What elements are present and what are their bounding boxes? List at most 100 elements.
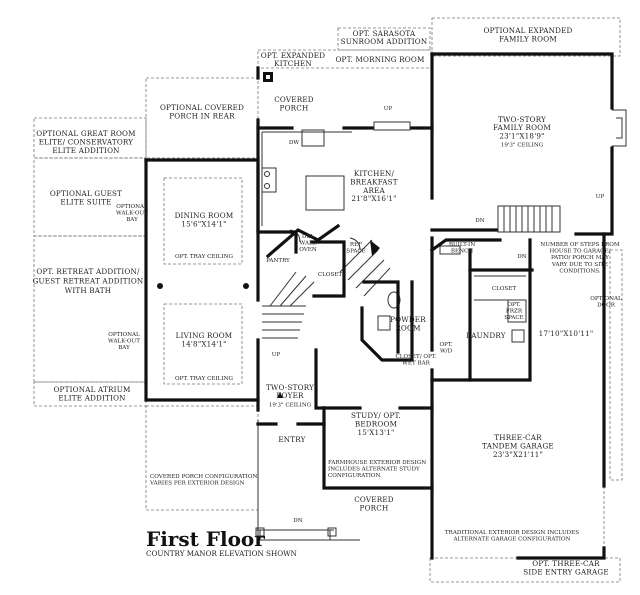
kitchen-label-line-2: BREAKFAST <box>350 177 398 186</box>
retreat-label-line-3: WITH BATH <box>65 286 112 295</box>
farmhouse-note-line-2: INCLUDES ALTERNATE STUDY <box>328 466 420 472</box>
walkout-bay-bottom-label-line-2: WALK-OUT <box>108 339 140 345</box>
study-label-line-3: 15'X13'1" <box>357 428 394 437</box>
closet-mudroom-label: CLOSET <box>492 286 516 292</box>
walkout-bay-top-label-line-3: BAY <box>126 217 138 223</box>
opt-expanded-kitchen-label-line-2: KITCHEN <box>274 59 312 68</box>
dw-label: DW <box>289 140 299 146</box>
kitchen-label-line-4: 21'8"X16'1" <box>351 194 396 203</box>
family-room-label-line-1: TWO-STORY <box>498 115 546 124</box>
garage-label-line-3: 23'3"X21'11" <box>493 450 543 459</box>
walkout-bay-bottom-label-line-3: BAY <box>118 345 130 351</box>
porch-config-note-line-2: VARIES PER EXTERIOR DESIGN <box>149 480 245 486</box>
opt-wd-label-line-2: W/D <box>440 348 453 354</box>
dn-mudroom-label: DN <box>517 254 526 260</box>
dining-room-label-line-2: 15'6"X14'1" <box>181 219 226 228</box>
foyer-label-line-1: TWO-STORY <box>266 383 314 392</box>
family-room-label-line-3: 23'1"X18'9" <box>499 131 544 140</box>
porch-config-note-line-1: COVERED PORCH CONFIGURATION <box>150 474 257 480</box>
up-foyer-label: UP <box>272 352 281 358</box>
farmhouse-note-line-3: CONFIGURATION. <box>328 473 382 479</box>
covered-porch-rear-label-line-2: PORCH <box>280 103 309 112</box>
living-room-label-line-2: 14'8"X14'1" <box>181 339 226 348</box>
mudroom-dim-label: 17'10"X10'11" <box>539 329 594 338</box>
study-label-line-2: BEDROOM <box>355 420 397 429</box>
opt-expanded-family-room-label-line-1: OPTIONAL EXPANDED <box>484 26 573 35</box>
laundry-label: LAUNDRY <box>466 331 505 340</box>
dbl-wall-oven-label-line-2: WALL <box>300 240 317 246</box>
farmhouse-note-line-1: FARMHOUSE EXTERIOR DESIGN <box>328 460 426 466</box>
up-family-label: UP <box>596 194 605 200</box>
optional-areas <box>33 17 623 583</box>
page-subtitle: COUNTRY MANOR ELEVATION SHOWN <box>146 549 297 558</box>
retreat-label-line-2: GUEST RETREAT ADDITION <box>33 276 144 285</box>
walkout-bay-top-label-line-1: OPTIONAL <box>116 204 148 210</box>
kitchen-label-line-3: AREA <box>362 186 385 195</box>
opt-sarasota-label-line-2: SUNROOM ADDITION <box>341 37 428 46</box>
atrium-label-line-2: ELITE ADDITION <box>58 394 125 403</box>
dn-porch-label: DN <box>293 518 302 524</box>
walls <box>144 52 614 560</box>
closet-foyer-label: CLOSET <box>318 272 342 278</box>
covered-porch-front-label-line-1: COVERED <box>354 495 394 504</box>
steps-note-line-5: CONDITIONS. <box>559 268 601 274</box>
foyer-label-line-2: FOYER <box>276 391 304 400</box>
ref-space-label-line-2: SPACE <box>346 248 366 254</box>
tray-ceiling-top-label: OPT. TRAY CEILING <box>175 254 233 260</box>
solid-marks <box>157 72 380 398</box>
steps-note-line-4: VARY DUE TO SITE <box>551 262 608 268</box>
family-room-label-line-4: 19'3" CEILING <box>501 143 544 149</box>
family-room-label-line-2: FAMILY ROOM <box>493 123 551 132</box>
foyer-label-line-3: 19'3" CEILING <box>269 402 312 408</box>
powder-room-label-line-2: ROOM <box>395 323 420 332</box>
steps-note-line-3: PATIO/ PORCH MAY <box>551 255 609 261</box>
interior-lines <box>163 109 627 548</box>
opt-frzr-label-line-2: FRZR <box>506 308 523 314</box>
guest-suite-label-line-1: OPTIONAL GUEST <box>50 189 122 198</box>
closet-wet-bar-label-line-1: CLOSET/ OPT. <box>396 354 437 360</box>
up-kitchen-label: UP <box>384 106 393 112</box>
closet-wet-bar-label-line-2: WET BAR <box>402 360 430 366</box>
ref-space-label-line-1: REF <box>350 242 362 248</box>
great-room-label-line-2: ELITE/ CONSERVATORY <box>39 138 134 147</box>
opt-frzr-label-line-1: OPT. <box>507 302 520 308</box>
opt-expanded-kitchen-label-line-1: OPT. EXPANDED <box>261 51 325 60</box>
optional-door-label-line-2: DOOR <box>597 303 616 309</box>
optional-covered-porch-rear-label-line-2: PORCH IN REAR <box>169 111 235 120</box>
study-label-line-1: STUDY/ OPT. <box>351 411 401 420</box>
optional-door-label-line-1: OPTIONAL <box>590 296 622 302</box>
dining-room-label-line-1: DINING ROOM <box>175 211 234 220</box>
garage-label-line-1: THREE-CAR <box>494 433 542 442</box>
walkout-bay-top-label-line-2: WALK-OUT <box>116 211 148 217</box>
dbl-wall-oven-label-line-3: OVEN <box>299 247 317 253</box>
kitchen-label-line-1: KITCHEN/ <box>354 169 395 178</box>
pantry-label: PANTRY <box>266 258 290 264</box>
opt-wd-label-line-1: OPT. <box>439 342 452 348</box>
great-room-label-line-3: ELITE ADDITION <box>52 146 119 155</box>
opt-frzr-label-line-3: SPACE <box>504 315 524 321</box>
powder-room-label-line-1: POWDER <box>390 315 426 324</box>
tray-ceiling-bottom-label: OPT. TRAY CEILING <box>175 376 233 382</box>
page-title: First Floor <box>146 527 265 551</box>
guest-suite-label-line-2: ELITE SUITE <box>60 198 111 207</box>
built-in-bench-label-line-2: BENCH <box>451 248 473 254</box>
optional-covered-porch-rear-label-line-1: OPTIONAL COVERED <box>160 103 244 112</box>
dn-family-label: DN <box>475 218 484 224</box>
atrium-label-line-1: OPTIONAL ATRIUM <box>53 385 130 394</box>
walkout-bay-bottom-label-line-1: OPTIONAL <box>108 332 140 338</box>
opt-sarasota-label-line-1: OPT. SARASOTA <box>353 29 416 38</box>
steps-note-line-2: HOUSE TO GARAGE/ <box>549 249 610 255</box>
opt-morning-room-label: OPT. MORNING ROOM <box>335 55 424 64</box>
room-labels: OPTIONAL EXPANDED FAMILY ROOM OPT. SARASOT… <box>33 26 622 576</box>
steps-note-line-1: NUMBER OF STEPS FROM <box>540 242 619 248</box>
traditional-note-line-2: ALTERNATE GARAGE CONFIGURATION <box>452 536 570 542</box>
covered-porch-front-label-line-2: PORCH <box>360 503 389 512</box>
retreat-label-line-1: OPT. RETREAT ADDITION/ <box>36 267 140 276</box>
living-room-label-line-1: LIVING ROOM <box>176 331 233 340</box>
traditional-note-line-1: TRADITIONAL EXTERIOR DESIGN INCLUDES <box>445 530 579 536</box>
side-entry-garage-label-line-2: SIDE ENTRY GARAGE <box>523 567 609 576</box>
built-in-bench-label-line-1: BUILT-IN <box>449 242 475 248</box>
great-room-label-line-1: OPTIONAL GREAT ROOM <box>36 129 135 138</box>
side-entry-garage-label-line-1: OPT. THREE-CAR <box>532 559 600 568</box>
